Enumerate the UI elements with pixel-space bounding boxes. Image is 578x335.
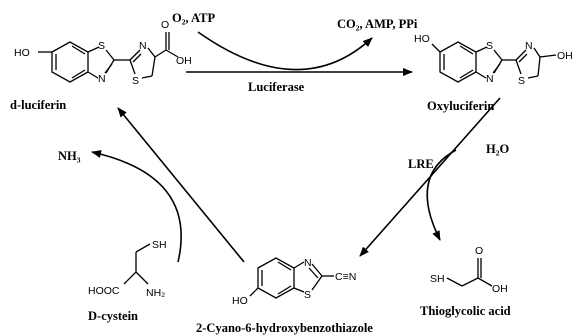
- label-thioglycolic-acid: Thioglycolic acid: [420, 304, 511, 318]
- water-curve-arrow: [426, 149, 457, 241]
- atom-oh: OH: [557, 50, 573, 62]
- cysteine-curve-arrow: [91, 150, 182, 263]
- label-lre: LRE: [408, 157, 434, 171]
- cofactor-curve-arrow: [197, 31, 373, 71]
- atom-s: S: [486, 40, 493, 52]
- label-h2o: H₂O: [486, 142, 509, 156]
- atom-s: S: [132, 75, 139, 87]
- atom-n: N: [304, 257, 312, 269]
- oxyluciferin-structure: HO S N N S OH: [414, 33, 573, 87]
- atom-s: S: [98, 40, 105, 52]
- label-d-cystein: D-cystein: [88, 309, 138, 323]
- atom-nh2: NH₂: [146, 287, 165, 299]
- atom-o: O: [161, 19, 169, 31]
- atom-n: N: [486, 73, 494, 85]
- atom-sh: SH: [430, 273, 445, 285]
- thioglycolic-acid-structure: SH O OH: [430, 245, 508, 295]
- atom-cn: C≡N: [335, 271, 356, 283]
- label-cyano-hydroxybenzothiazole: 2-Cyano-6-hydroxybenzothiazole: [196, 321, 373, 335]
- atom-hooc: HOOC: [88, 285, 120, 297]
- atom-sh: SH: [152, 239, 167, 251]
- atom-ho: HO: [232, 295, 248, 307]
- atom-s: S: [518, 75, 525, 87]
- label-oxyluciferin: Oxyluciferin: [427, 99, 494, 113]
- atom-s: S: [304, 289, 311, 301]
- reaction-arrows: [91, 31, 501, 263]
- label-o2-atp: O₂, ATP: [172, 11, 215, 25]
- label-nh3: NH₃: [58, 149, 81, 163]
- atom-o: O: [475, 245, 483, 257]
- d-luciferin-structure: HO S N N S O OH: [14, 19, 192, 87]
- label-luciferase: Luciferase: [248, 80, 305, 94]
- atom-oh: OH: [176, 55, 192, 67]
- atom-n: N: [525, 40, 533, 52]
- cyano-hydroxybenzothiazole-structure: HO N S C≡N: [232, 257, 356, 307]
- label-co2-amp-ppi: CO₂, AMP, PPi: [337, 17, 418, 31]
- d-cystein-structure: SH HOOC NH₂: [88, 239, 167, 299]
- atom-n: N: [139, 40, 147, 52]
- regeneration-arrow: [117, 107, 245, 263]
- atom-oh: OH: [492, 283, 508, 295]
- atom-n: N: [98, 73, 106, 85]
- label-d-luciferin: d-luciferin: [10, 98, 66, 112]
- atom-ho: HO: [14, 47, 30, 59]
- atom-ho: HO: [414, 33, 430, 45]
